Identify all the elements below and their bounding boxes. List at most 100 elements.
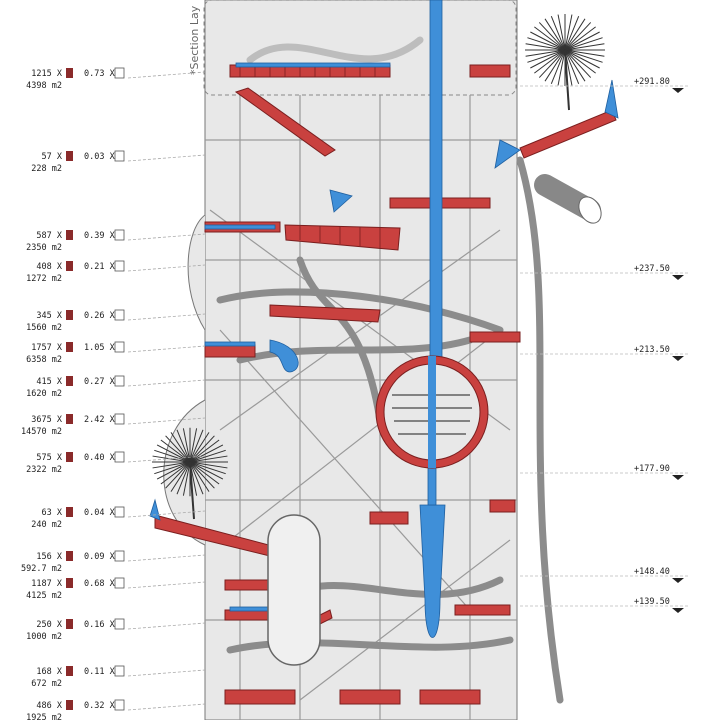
floor-icon	[114, 506, 125, 518]
ratio-value: 0.39 X	[84, 231, 116, 241]
palm-frond	[564, 49, 600, 69]
floor-icon	[114, 451, 125, 463]
palm-frond	[165, 435, 191, 463]
palm-frond	[527, 37, 566, 51]
elevation-value: +213.50	[634, 345, 670, 355]
palm-frond	[170, 461, 191, 492]
area-value: 592.7 m2	[21, 564, 62, 574]
unit-count: 156 X	[36, 552, 62, 562]
elevation-value: +139.50	[634, 597, 670, 607]
palm-frond	[564, 31, 600, 51]
palm-frond	[564, 26, 596, 51]
leader-line	[127, 622, 206, 630]
palm-frond	[525, 49, 566, 57]
unit-count: 1757 X	[31, 343, 63, 353]
palm-frond	[530, 31, 566, 51]
section-layout-frame	[203, 0, 517, 96]
area-value: 240 m2	[31, 520, 62, 530]
unit-count: 408 X	[36, 262, 62, 272]
ratio-value: 0.32 X	[84, 701, 116, 711]
ratio-value: 0.68 X	[84, 579, 116, 589]
palm-frond	[189, 435, 215, 463]
palm-trunk	[189, 461, 195, 520]
ratio-value: 0.27 X	[84, 377, 116, 387]
palm-trunk	[564, 49, 570, 111]
leader-line	[127, 510, 206, 518]
palm-frond	[189, 461, 224, 480]
ratio-value: 0.21 X	[84, 262, 116, 272]
palm-frond	[189, 428, 198, 463]
leader-line	[127, 581, 206, 589]
palm-frond	[564, 18, 586, 51]
floor-icon	[114, 67, 125, 79]
palm-frond	[564, 49, 596, 74]
leader-line	[127, 233, 206, 241]
palm-frond	[534, 26, 566, 51]
leader-line	[127, 71, 206, 79]
elevation-marker-icon	[672, 578, 684, 583]
palm-frond	[525, 43, 566, 51]
leader-line	[127, 264, 206, 272]
building-mass	[204, 0, 518, 720]
palm-frond	[189, 461, 228, 469]
unit-count: 250 X	[36, 620, 62, 630]
palm-frond	[189, 455, 228, 463]
node-water	[428, 356, 436, 468]
unit-count: 3675 X	[31, 415, 63, 425]
elevation-mark: +291.80	[520, 77, 690, 93]
area-value: 2322 m2	[26, 465, 62, 475]
leader-line	[127, 154, 206, 162]
exit-tube-mouth	[578, 196, 602, 224]
area-value: 228 m2	[31, 164, 62, 174]
palm-frond	[538, 22, 566, 51]
unit-icon	[66, 452, 73, 462]
palm-frond	[170, 432, 191, 463]
area-value: 672 m2	[31, 679, 62, 689]
ratio-value: 0.40 X	[84, 453, 116, 463]
unit-icon	[66, 551, 73, 561]
palm-frond	[550, 49, 566, 85]
palm-frond	[557, 14, 566, 51]
palm-frond	[160, 461, 191, 485]
unit-count: 587 X	[36, 231, 62, 241]
palm-frond	[189, 461, 220, 485]
floor-icon	[114, 577, 125, 589]
area-value: 4125 m2	[26, 591, 62, 601]
area-value: 1560 m2	[26, 323, 62, 333]
palm-frond	[564, 15, 580, 51]
capsule-tower	[267, 514, 321, 666]
leader-line	[127, 455, 206, 463]
palm-frond	[564, 49, 605, 57]
elevation-marker-icon	[672, 608, 684, 613]
tubes	[216, 36, 564, 704]
floor-icon	[114, 309, 125, 321]
elevation-marker-icon	[672, 475, 684, 480]
palm-frond	[189, 444, 224, 463]
area-value: 1000 m2	[26, 632, 62, 642]
elevation-marker-icon	[672, 88, 684, 93]
area-value: 1925 m2	[26, 713, 62, 720]
unit-icon	[66, 376, 73, 386]
elevation-value: +177.90	[634, 464, 670, 474]
elevation-value: +291.80	[634, 77, 670, 87]
elevation-value: +237.50	[634, 264, 670, 274]
unit-icon	[66, 151, 73, 161]
palm-frond	[189, 439, 220, 463]
unit-icon	[66, 310, 73, 320]
unit-icon	[66, 700, 73, 710]
palm-frond	[156, 461, 191, 480]
elevation-mark: +148.40	[520, 567, 690, 583]
unit-icon	[66, 230, 73, 240]
area-value: 6358 m2	[26, 355, 62, 365]
palm-frond	[189, 461, 226, 475]
